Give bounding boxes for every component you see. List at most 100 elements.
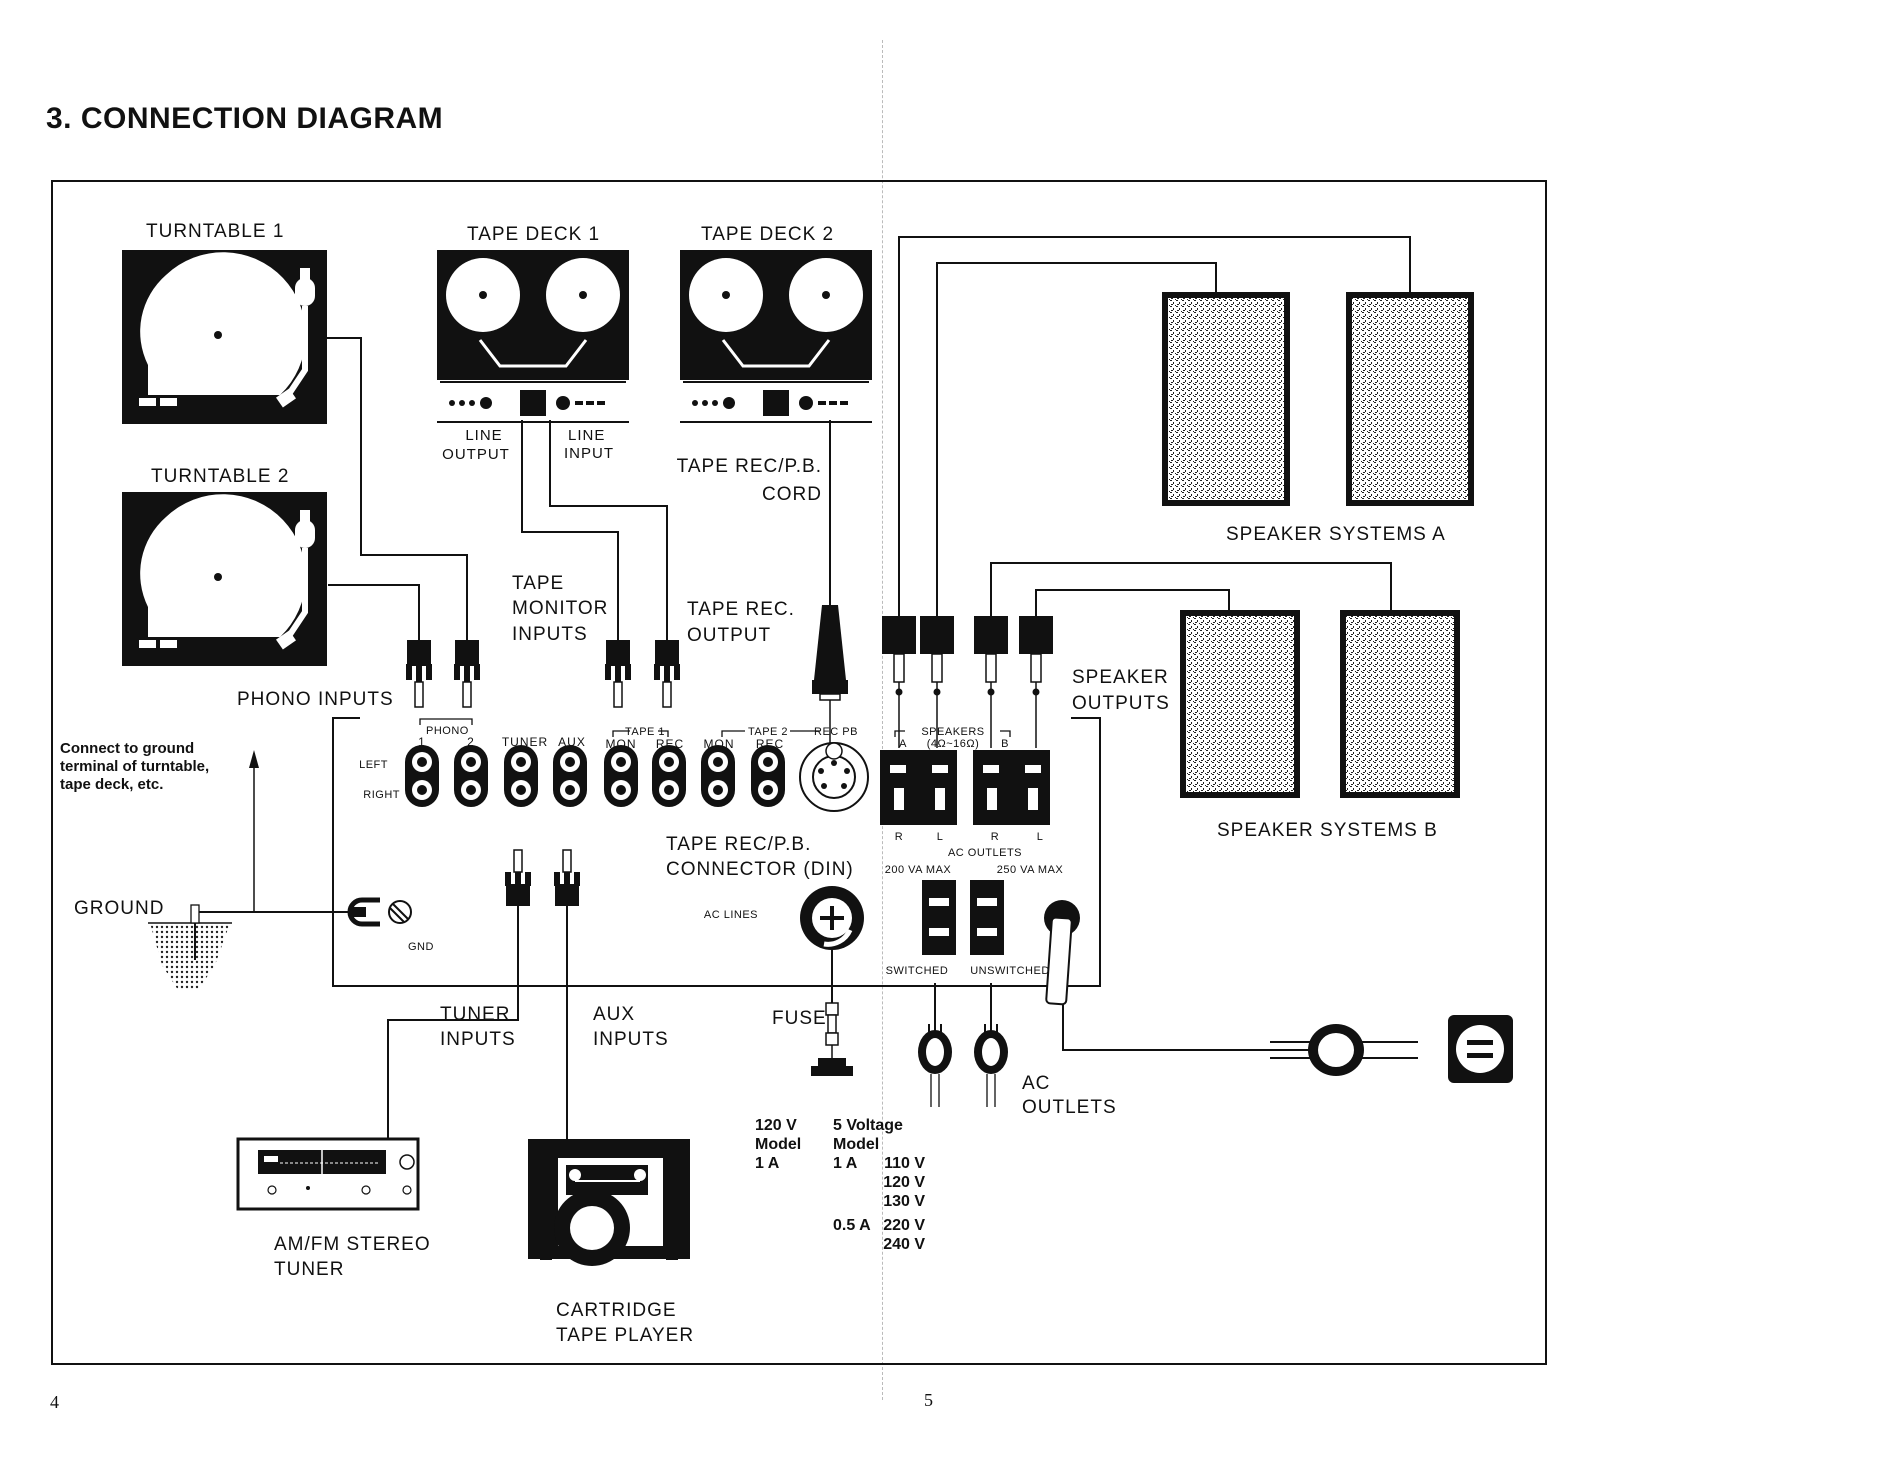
power-cord-grommet xyxy=(1044,900,1080,1006)
rca-jacks xyxy=(405,745,785,807)
ground-arrow xyxy=(249,750,259,912)
cartridge-tape-player xyxy=(528,1139,690,1266)
ac-outlets-panel xyxy=(922,880,1004,955)
tuner-inputs-label-1: TUNER xyxy=(440,1004,510,1025)
speaker-outputs-label-2: OUTPUTS xyxy=(1072,693,1170,714)
cable-turntable-2 xyxy=(328,584,420,645)
cable-line-output xyxy=(521,420,619,645)
model-5v-line-2: Model xyxy=(833,1136,879,1153)
panel-speaker-a: A xyxy=(899,738,907,750)
voltage-130: 130 V xyxy=(883,1193,925,1210)
model-120-line-2: Model xyxy=(755,1136,801,1153)
panel-tape-1-mon: MON xyxy=(606,737,637,751)
turntable-2 xyxy=(122,492,327,666)
ac-outlets-label-2: OUTLETS xyxy=(1022,1097,1117,1118)
panel-speaker-b: B xyxy=(1001,738,1009,750)
tape-monitor-label-3: INPUTS xyxy=(512,624,588,645)
cable-speaker-b-l xyxy=(1035,589,1230,616)
switched-label: SWITCHED xyxy=(886,965,949,977)
panel-b-r: R xyxy=(991,831,999,843)
rca-plugs-bottom xyxy=(505,849,580,906)
speaker-b-1 xyxy=(1180,610,1300,798)
din-connector-label-2: CONNECTOR (DIN) xyxy=(666,859,854,880)
voltage-110: 110 V xyxy=(884,1155,925,1172)
speaker-a-1 xyxy=(1162,292,1290,506)
panel-b-l: L xyxy=(1037,831,1044,843)
speaker-outputs-label-1: SPEAKER xyxy=(1072,667,1169,688)
aux-inputs-label-1: AUX xyxy=(593,1004,635,1025)
tape-rec-pb-cord-label-1: TAPE REC/P.B. xyxy=(677,456,822,477)
panel-left: LEFT xyxy=(359,759,388,771)
panel-speakers-imp: (4Ω~16Ω) xyxy=(927,738,980,750)
cable-line-input xyxy=(549,420,668,645)
turntable-1-label: TURNTABLE 1 xyxy=(146,221,284,242)
speaker-systems-b-label: SPEAKER SYSTEMS B xyxy=(1217,820,1438,841)
cartridge-label-1: CARTRIDGE xyxy=(556,1300,677,1321)
turntable-1 xyxy=(122,250,327,424)
din-connector-label-1: TAPE REC/P.B. xyxy=(666,834,811,855)
cartridge-label-2: TAPE PLAYER xyxy=(556,1325,694,1346)
page-number-right: 5 xyxy=(924,1390,933,1410)
ac-lines-label: AC LINES xyxy=(704,909,758,921)
unswitched-label: UNSWITCHED xyxy=(970,965,1050,977)
tape-deck-2-label: TAPE DECK 2 xyxy=(701,224,834,245)
speaker-systems-a-label: SPEAKER SYSTEMS A xyxy=(1226,524,1446,545)
tuner-label-1: AM/FM STEREO xyxy=(274,1234,431,1255)
panel-a-l: L xyxy=(937,831,944,843)
speaker-b-2 xyxy=(1340,610,1460,798)
voltage-220: 220 V xyxy=(883,1217,925,1234)
panel-ac-outlets: AC OUTLETS xyxy=(948,847,1022,859)
panel-tape-1-rec: REC xyxy=(656,737,684,751)
cables xyxy=(198,236,1411,1139)
am-fm-tuner xyxy=(236,1137,420,1211)
half-amp: 0.5 A xyxy=(833,1217,871,1234)
panel-a-r: R xyxy=(895,831,903,843)
tape-monitor-label-2: MONITOR xyxy=(512,598,608,619)
model-120-line-3: 1 A xyxy=(755,1155,780,1172)
panel-tuner: TUNER xyxy=(502,735,548,749)
din-cord-plug xyxy=(812,605,848,745)
speaker-a-2 xyxy=(1346,292,1474,506)
panel-speakers: SPEAKERS xyxy=(921,726,984,738)
ground-note-1: Connect to ground xyxy=(60,740,194,757)
panel-phono-2: 2 xyxy=(467,735,475,749)
rear-panel-outline xyxy=(332,717,1101,987)
panel-outlet-250: 250 VA MAX xyxy=(997,864,1064,876)
wall-socket xyxy=(1448,1015,1513,1083)
turntable-2-label: TURNTABLE 2 xyxy=(151,466,289,487)
fuse-holder xyxy=(811,1002,853,1076)
aux-inputs-label-2: INPUTS xyxy=(593,1029,669,1050)
cable-speaker-a-l xyxy=(936,262,1217,616)
panel-aux: AUX xyxy=(558,735,586,749)
panel-right: RIGHT xyxy=(363,789,400,801)
tape-deck-2 xyxy=(680,250,872,423)
line-output-label-1: LINE xyxy=(465,427,502,444)
gnd-terminal xyxy=(347,897,412,927)
ground-label: GROUND xyxy=(74,898,164,919)
din-socket xyxy=(799,742,869,812)
model-120-line-1: 120 V xyxy=(755,1117,797,1134)
page-fold-line xyxy=(882,40,884,1400)
panel-phono: PHONO xyxy=(426,725,469,737)
line-input-label-1: LINE xyxy=(568,427,605,444)
panel-tape-1: TAPE 1 xyxy=(625,726,665,738)
ac-lines-socket xyxy=(800,886,864,950)
ac-outlet-plugs xyxy=(918,1024,1008,1107)
tape-rec-output-label-2: OUTPUT xyxy=(687,625,771,646)
cable-power xyxy=(1062,1002,1310,1051)
panel-tape-2: TAPE 2 xyxy=(748,726,788,738)
tape-deck-1-label: TAPE DECK 1 xyxy=(467,224,600,245)
page-title: 3. CONNECTION DIAGRAM xyxy=(46,102,444,135)
panel-tape-2-rec: REC xyxy=(756,737,784,751)
model-5v-line-3: 1 A xyxy=(833,1155,858,1172)
cable-speaker-a-r xyxy=(898,236,1411,616)
tuner-label-2: TUNER xyxy=(274,1259,344,1280)
cable-tuner xyxy=(387,905,519,1139)
cable-speaker-b-r xyxy=(990,562,1392,616)
panel-tape-2-mon: MON xyxy=(704,737,735,751)
line-input-label-2: INPUT xyxy=(564,445,614,462)
voltage-120: 120 V xyxy=(883,1174,925,1191)
rca-plugs-top xyxy=(406,640,680,708)
panel-rec-pb: REC PB xyxy=(814,726,858,738)
